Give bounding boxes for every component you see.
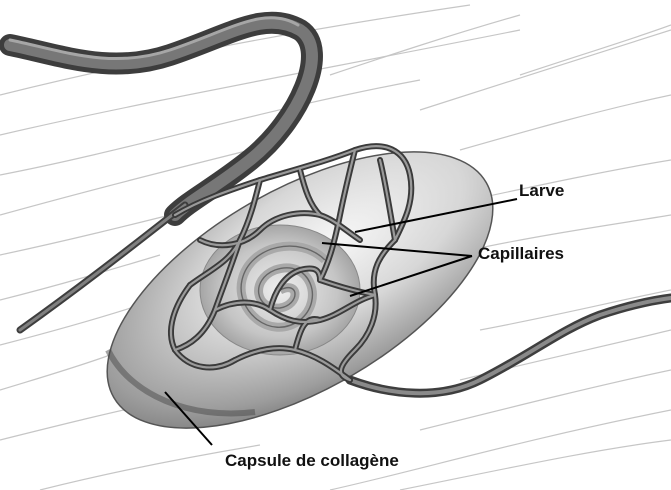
label-larve: Larve [519,181,564,201]
label-capsule: Capsule de collagène [225,451,399,471]
label-capillaires: Capillaires [478,244,564,264]
